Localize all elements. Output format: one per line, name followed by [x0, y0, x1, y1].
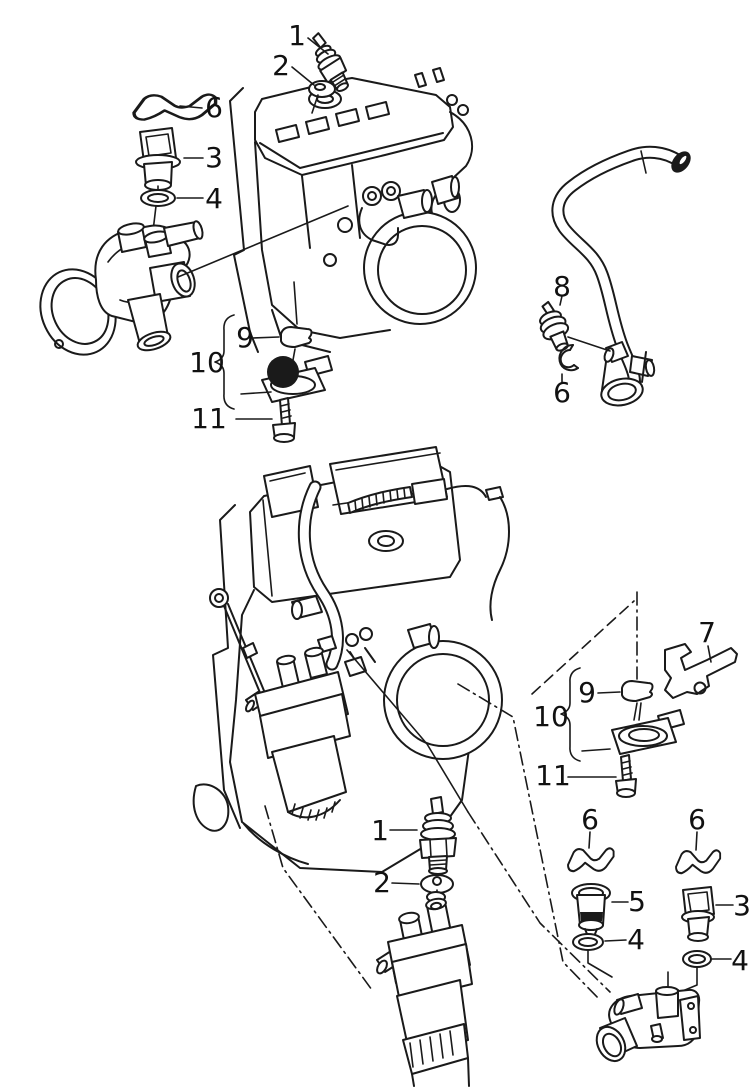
ignition-distributor [376, 891, 473, 1087]
coolant-hose [551, 145, 691, 407]
retaining-clip-bottom-b [675, 849, 722, 875]
leader-line [604, 939, 627, 942]
oil-cap-icon [368, 530, 404, 552]
callout-4-left[interactable]: 4 [205, 182, 223, 215]
callout-6-bottom-b[interactable]: 6 [688, 803, 706, 836]
locator-line-distributor [264, 805, 373, 991]
leader-line [559, 295, 563, 306]
sender-group-right [611, 680, 685, 798]
o-ring-left [140, 189, 176, 207]
callout-1-top[interactable]: 1 [288, 19, 306, 52]
leader-line [391, 882, 420, 885]
leader-line [291, 66, 315, 86]
oil-pressure-switch-bottom [419, 796, 457, 875]
coolant-temp-sensor-bottom [681, 886, 715, 942]
callout-9-right[interactable]: 9 [578, 676, 596, 709]
o-ring-bottom-a [572, 933, 604, 951]
callout-3-left[interactable]: 3 [205, 141, 223, 174]
highlight-dot [267, 356, 299, 388]
coolant-temp-sensor-left [135, 127, 181, 191]
coolant-flange-bottom [595, 971, 701, 1063]
engine-top-view [229, 67, 477, 353]
engine-front-view [192, 446, 510, 873]
callout-9-mid[interactable]: 9 [236, 321, 254, 354]
assembly-line [587, 950, 613, 978]
callout-11-mid[interactable]: 11 [191, 402, 227, 435]
brace-10 [214, 314, 235, 410]
leader-line [588, 831, 591, 849]
cap-part [280, 326, 313, 348]
leader-line [240, 391, 272, 395]
seal-ring-top [308, 80, 336, 114]
retaining-clip-bottom-a [567, 847, 615, 873]
dipstick-handle [209, 588, 229, 608]
assembly-line [567, 336, 611, 352]
callout-10-mid[interactable]: 10 [189, 346, 225, 379]
callout-11-right[interactable]: 11 [535, 759, 571, 792]
callout-2-top[interactable]: 2 [272, 49, 290, 82]
callout-1-bottom[interactable]: 1 [371, 814, 389, 847]
retaining-clip-left [132, 93, 218, 121]
callout-8-hose[interactable]: 8 [553, 270, 571, 303]
o-ring-bottom-b [682, 950, 712, 968]
locator-line-dashdot [457, 683, 601, 1001]
leader-line [581, 748, 611, 752]
leader-line [597, 691, 621, 694]
blank-plug-5 [571, 883, 611, 935]
leader-line [707, 645, 712, 663]
thermostat-housing [39, 220, 204, 356]
locator-line-dashed [531, 600, 635, 695]
callout-10-right[interactable]: 10 [533, 700, 569, 733]
leader-line [252, 336, 280, 339]
callout-6-hose[interactable]: 6 [553, 376, 571, 409]
callout-6-left[interactable]: 6 [205, 91, 223, 124]
callout-3-bottom[interactable]: 3 [733, 889, 750, 922]
callout-5-bottom[interactable]: 5 [628, 885, 646, 918]
hose-clip [558, 343, 579, 372]
callout-6-bottom-a[interactable]: 6 [581, 803, 599, 836]
leader-line [307, 37, 329, 55]
callout-4-bottom-a[interactable]: 4 [627, 923, 645, 956]
leader-line [179, 105, 203, 109]
callout-4-bottom-b[interactable]: 4 [731, 944, 749, 977]
bracket-7 [664, 643, 738, 699]
callout-7-right[interactable]: 7 [698, 616, 716, 649]
sender-group-mid [261, 281, 333, 443]
locator-line-dashdot [467, 811, 611, 993]
brace-10 [560, 667, 581, 762]
pointer-line-housing [177, 205, 349, 278]
hose-sensor-8 [539, 300, 570, 352]
cap-part [621, 680, 654, 702]
callout-2-bottom[interactable]: 2 [373, 866, 391, 899]
locator-line-solid [346, 649, 469, 813]
leader-line [695, 831, 698, 851]
sensor-body [611, 717, 677, 755]
